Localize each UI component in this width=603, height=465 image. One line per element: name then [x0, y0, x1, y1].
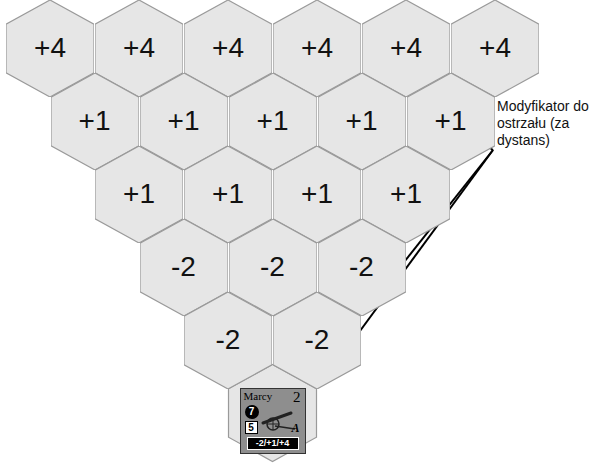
unit-class: A [291, 422, 299, 434]
hex-field: -2 [273, 292, 361, 389]
unit-number: 2 [293, 390, 301, 405]
callout-label: Modyfikator do ostrzału (za dystans) [497, 98, 601, 149]
morale-value: 5 [245, 421, 258, 434]
unit-name: Marcy [244, 391, 273, 402]
hex-field: -2 [184, 292, 272, 389]
unit-counter: Marcy 2 7 5 A -2/+1/+4 [240, 388, 306, 454]
cannon-symbol [261, 407, 297, 431]
range-modifier: -2 [184, 292, 272, 389]
strength-value: 7 [245, 405, 259, 419]
range-modifier: -2 [273, 292, 361, 389]
range-modifiers: -2/+1/+4 [247, 437, 299, 450]
